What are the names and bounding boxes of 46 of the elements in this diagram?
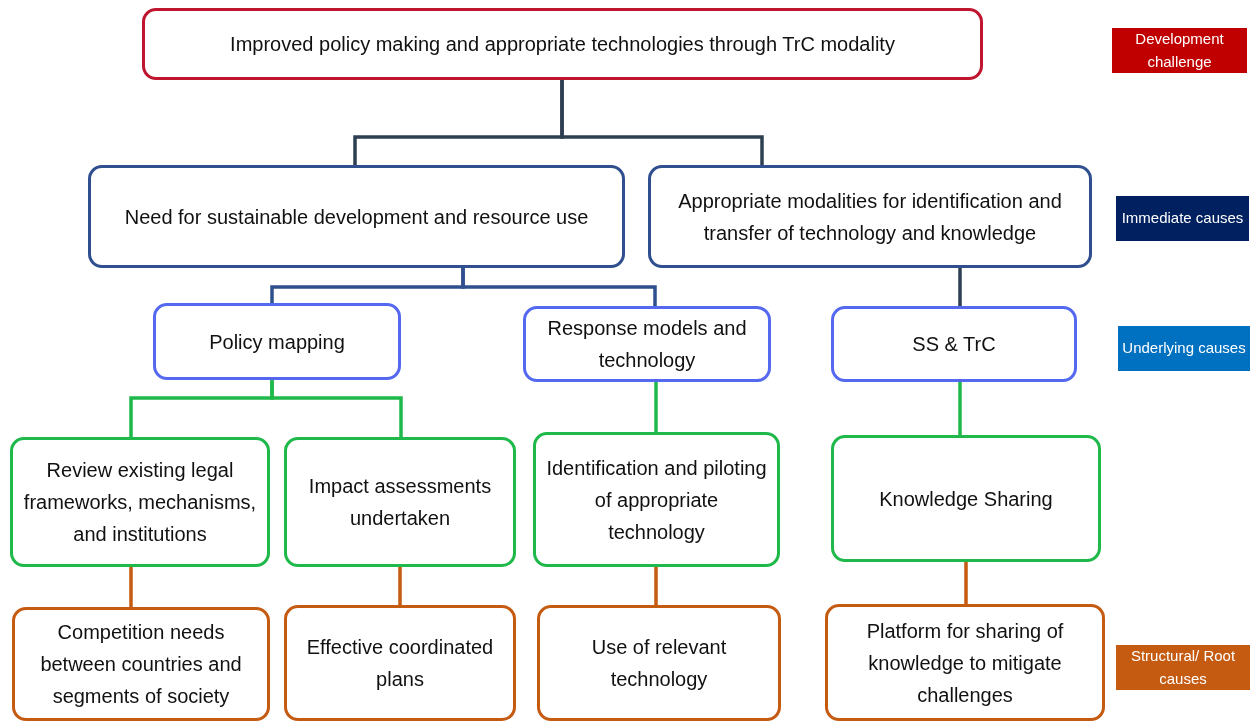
cause-box — [10, 437, 270, 567]
connector-line — [654, 567, 658, 605]
cause-box — [648, 165, 1092, 268]
level-tag — [1112, 28, 1247, 73]
connector-line — [461, 268, 657, 306]
cause-box — [88, 165, 625, 268]
node-text: Knowledge Sharing — [879, 486, 1053, 512]
cause-box — [537, 605, 781, 721]
connector-line — [654, 382, 658, 432]
connector-line — [270, 380, 403, 437]
challenge-box — [142, 8, 983, 80]
node-text: Competition needs between countries and segments of society — [39, 620, 243, 709]
cause-box — [831, 306, 1077, 382]
cause-box — [523, 306, 771, 382]
node-text: SS & TrC — [912, 332, 996, 357]
node-text: Identification and piloting of appropriate technology — [546, 455, 767, 545]
cause-box — [825, 604, 1105, 721]
tag-label: Immediate causes — [1121, 208, 1244, 229]
connector-line — [129, 567, 133, 607]
tag-label: Development challenge — [1134, 29, 1225, 72]
node-text: Effective coordinated plans — [305, 635, 495, 692]
connector-line — [560, 80, 764, 165]
tag-label: Underlying causes — [1122, 338, 1246, 359]
level-tag — [1116, 645, 1250, 690]
connector-line — [958, 268, 962, 306]
node-text: Use of relevant technology — [590, 635, 728, 692]
node-text: Improved policy making and appropriate technologies through TrC modality — [230, 32, 895, 57]
cause-box — [153, 303, 401, 380]
level-tag — [1118, 326, 1250, 371]
level-tag — [1116, 196, 1249, 241]
connector-line — [958, 382, 962, 435]
node-text: Need for sustainable development and resource use — [124, 204, 589, 230]
node-text: Response models and technology — [546, 316, 748, 373]
tag-label: Structural/ Root causes — [1129, 646, 1237, 689]
node-text: Impact assessments undertaken — [307, 474, 493, 531]
node-text: Platform for sharing of knowledge to mitigate challenges — [865, 618, 1065, 708]
cause-box — [533, 432, 780, 567]
cause-box — [831, 435, 1101, 562]
cause-box — [284, 437, 516, 567]
node-text: Review existing legal frameworks, mechanisms, and institutions — [23, 458, 257, 547]
node-text: Policy mapping — [209, 329, 345, 355]
cause-box — [284, 605, 516, 721]
cause-box — [12, 607, 270, 721]
connector-line — [398, 567, 402, 605]
node-text: Appropriate modalities for identification and transfer of technology and knowledge — [677, 188, 1063, 246]
connector-line — [964, 562, 968, 604]
